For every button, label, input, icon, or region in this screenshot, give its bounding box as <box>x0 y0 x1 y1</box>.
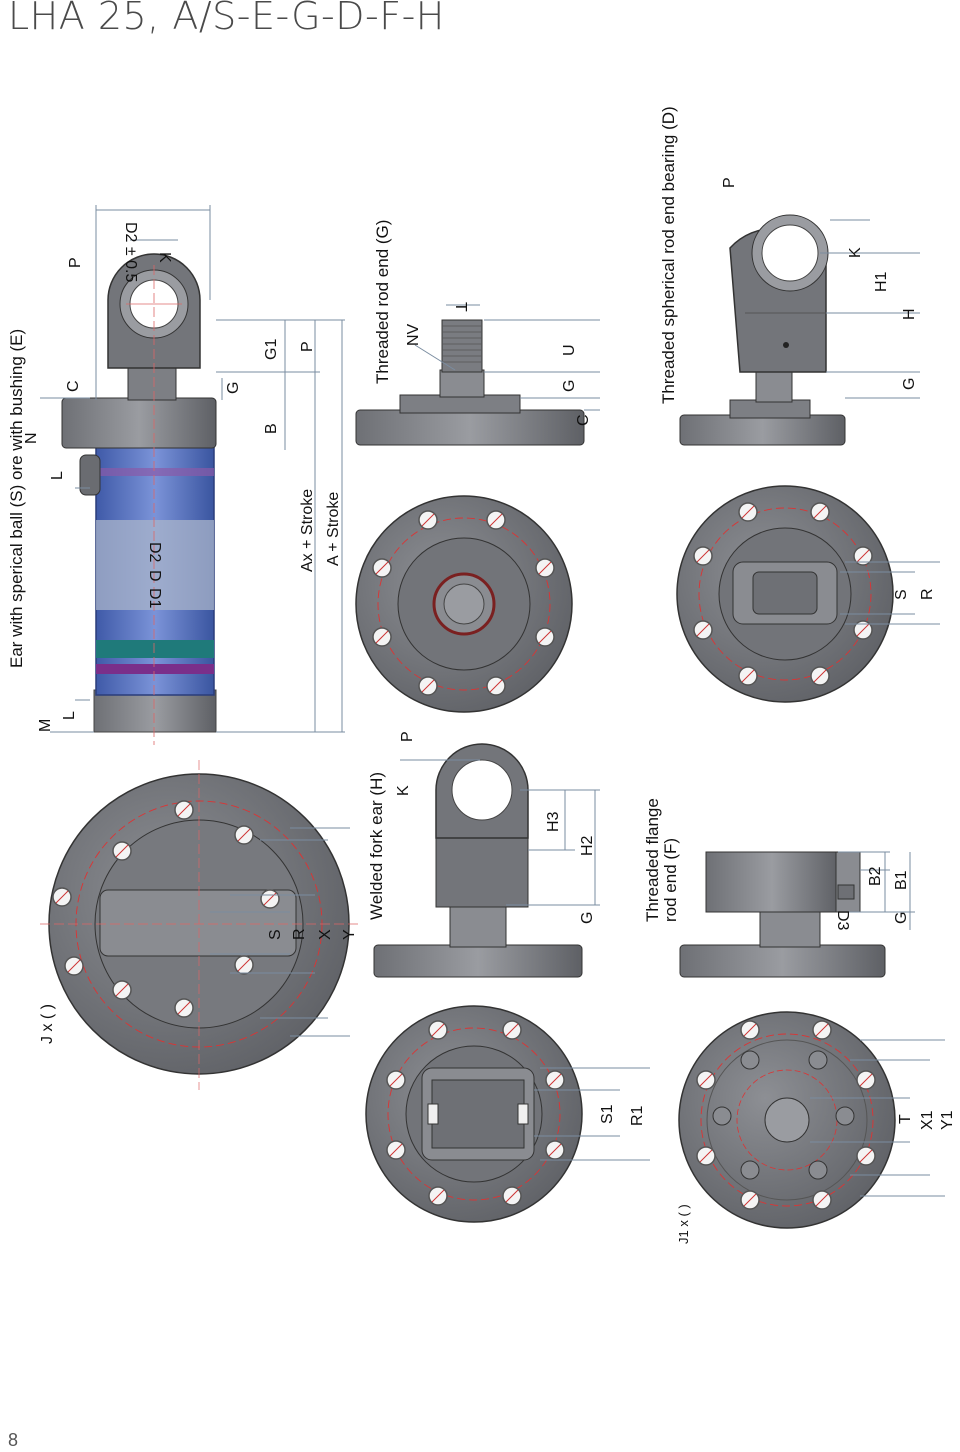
label-N: N <box>23 432 40 444</box>
page-title: LHA 25, A/S-E-G-D-F-H <box>8 0 445 38</box>
fork-ear-flange-view <box>365 1005 583 1223</box>
main-cylinder-drawing <box>61 253 217 745</box>
label-P-bearing: P <box>721 177 738 188</box>
label-G1: G1 <box>263 339 280 360</box>
label-U: U <box>561 344 578 356</box>
spherical-bearing-flange-dimensions <box>840 561 940 625</box>
label-T: T <box>452 302 469 312</box>
label-X1: X1 <box>919 1110 936 1130</box>
threaded-rod-end-flange-view <box>355 495 573 713</box>
label-P-length: P <box>299 341 316 352</box>
label-NV: NV <box>405 323 422 346</box>
label-H: H <box>901 308 918 320</box>
heading-flange-line2: rod end (F) <box>661 838 680 922</box>
main-flange-dimensions <box>210 827 350 1037</box>
label-ax-stroke: Ax + Stroke <box>299 489 316 572</box>
heading-fork-ear: Welded fork ear (H) <box>367 772 386 920</box>
label-C: C <box>65 380 82 392</box>
label-K: K <box>156 252 173 263</box>
label-C-rod: C <box>575 414 592 426</box>
label-J1: J1 x ( ) <box>676 1204 691 1244</box>
label-D2: D2 <box>146 542 163 563</box>
label-G-fork: G <box>579 912 596 924</box>
label-H2: H2 <box>579 835 596 856</box>
heading-spherical-bearing: Threaded spherical rod end bearing (D) <box>659 106 678 404</box>
label-K-fork: K <box>395 785 412 796</box>
label-a-stroke: A + Stroke <box>325 492 342 566</box>
label-B: B <box>263 423 280 434</box>
threaded-rod-end-drawing <box>355 319 585 446</box>
label-Y: Y <box>341 929 358 940</box>
label-R1: R1 <box>629 1105 646 1126</box>
flange-rod-end-flange-view <box>678 1011 896 1229</box>
label-L-port: L <box>49 471 66 480</box>
label-G-flange: G <box>893 912 910 924</box>
label-M: M <box>37 719 54 732</box>
label-D1: D1 <box>146 588 163 609</box>
label-J: J x ( ) <box>39 1004 56 1044</box>
label-S: S <box>267 929 284 940</box>
label-Y1: Y1 <box>939 1110 956 1130</box>
fork-ear-flange-dimensions <box>534 1067 650 1161</box>
label-L: L <box>61 711 78 720</box>
heading-flange-line1: Threaded flange <box>643 798 662 922</box>
label-B1: B1 <box>893 870 910 890</box>
label-B2: B2 <box>867 866 884 886</box>
label-G: G <box>225 382 242 394</box>
label-H3: H3 <box>545 811 562 832</box>
label-D3: D3 <box>834 910 851 931</box>
label-R-bearing: R <box>919 588 936 600</box>
heading-threaded-rod-end: Threaded rod end (G) <box>373 220 392 384</box>
spherical-bearing-dimensions <box>820 219 920 399</box>
label-H1: H1 <box>873 271 890 292</box>
label-G-bearing: G <box>901 378 918 390</box>
threaded-rod-end-dimensions <box>414 304 600 411</box>
label-P-fork: P <box>399 731 416 742</box>
label-S1: S1 <box>599 1104 616 1124</box>
label-S-bearing: S <box>893 589 910 600</box>
heading-ear: Ear with sperical ball (S) ore with bush… <box>7 329 26 668</box>
label-R: R <box>291 928 308 940</box>
flange-rod-end-dimensions <box>838 851 915 930</box>
spherical-bearing-drawing <box>679 214 846 446</box>
fork-ear-drawing <box>373 743 583 978</box>
label-P: P <box>67 257 84 268</box>
fork-ear-dimensions <box>400 759 600 906</box>
main-cylinder-dimensions <box>40 205 345 733</box>
label-G-rod: G <box>561 380 578 392</box>
label-T-flange: T <box>897 1114 914 1124</box>
label-X: X <box>317 929 334 940</box>
spherical-bearing-flange-view <box>676 485 894 703</box>
flange-rod-end-drawing <box>679 851 886 978</box>
page-number: 8 <box>8 1430 19 1450</box>
main-flange-front-view <box>40 760 360 1090</box>
label-D2-tolerance: D2 ± 0.5 <box>122 222 139 282</box>
label-D: D <box>146 570 163 582</box>
flange-rod-end-flange-dimensions <box>810 1039 945 1197</box>
label-K-bearing: K <box>847 247 864 258</box>
